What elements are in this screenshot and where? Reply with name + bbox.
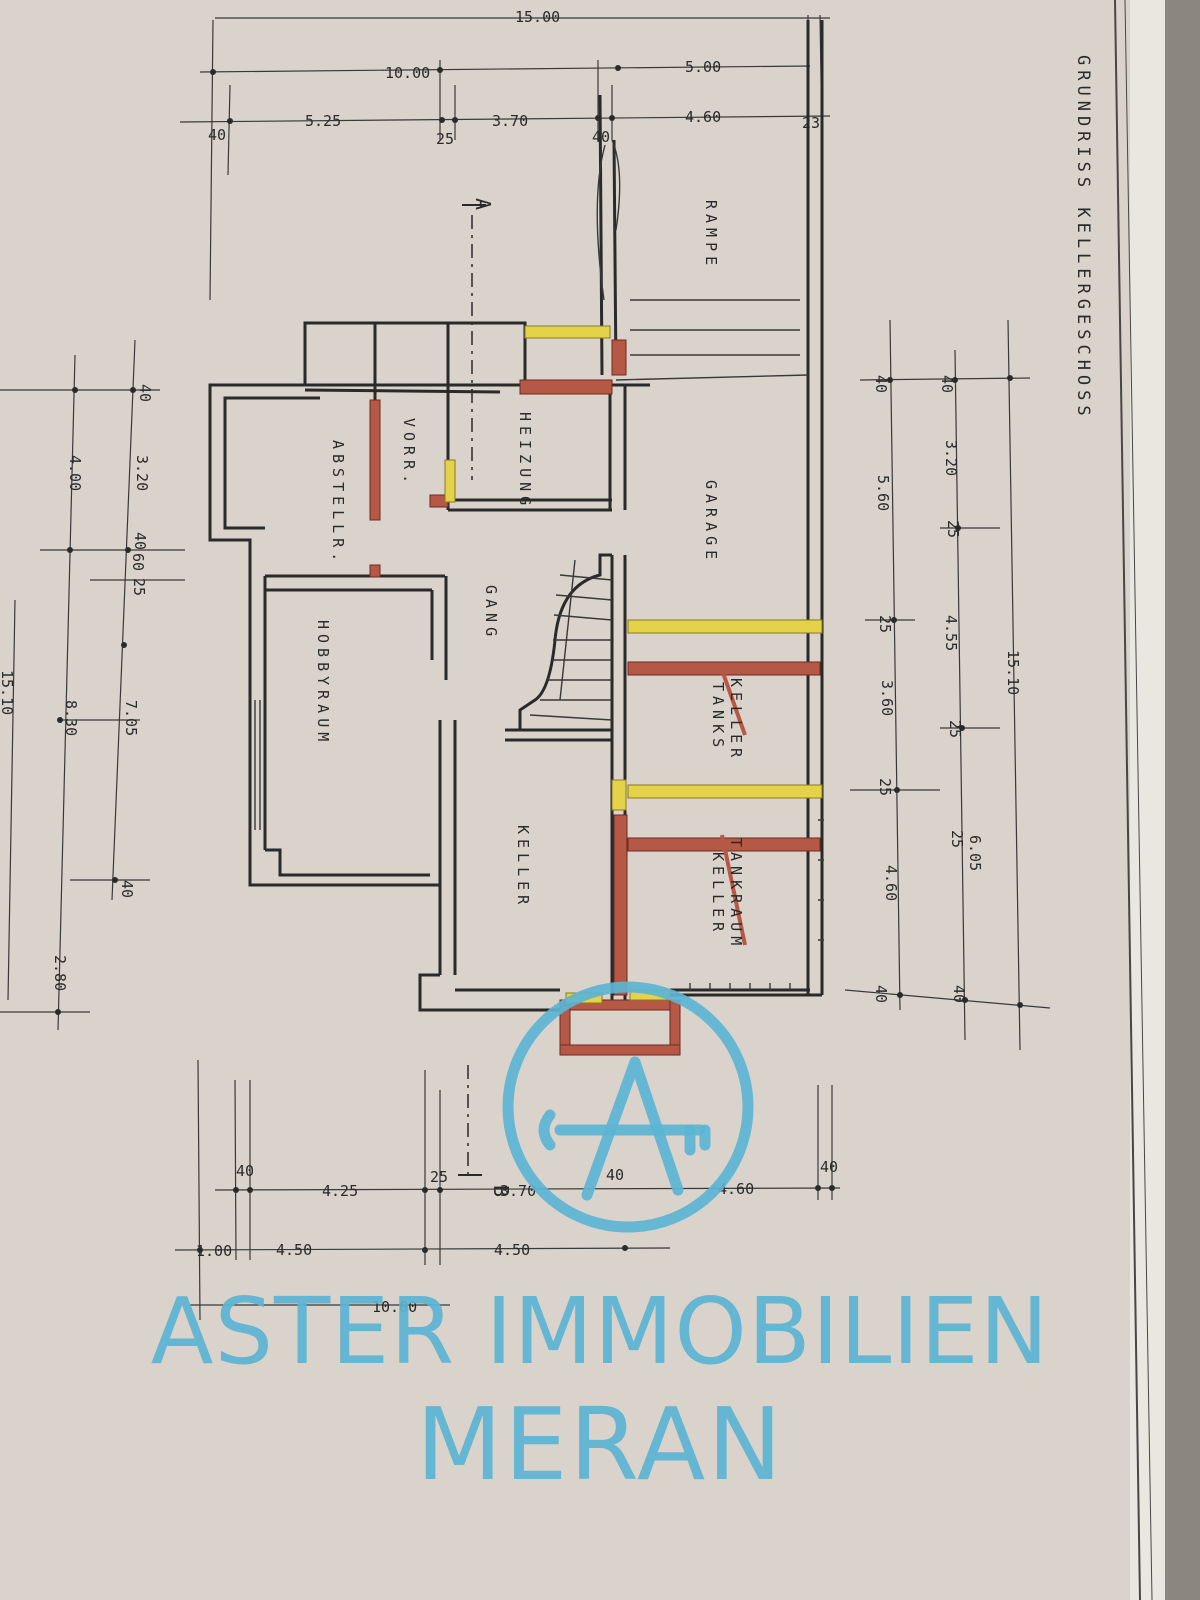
room-label-hobbyraum: HOBBYRAUM xyxy=(314,620,332,746)
left-dim-mid-0: 4.00 xyxy=(66,455,84,491)
bottom-dim-row1-6: 40 xyxy=(820,1158,838,1176)
right-dim-mid-2: 25 xyxy=(944,520,962,538)
top-dim-row1-b: 5.00 xyxy=(685,58,721,76)
left-dim-inner-4: 25 xyxy=(130,578,148,596)
room-label-rampe: RAMPE xyxy=(702,200,720,270)
right-dim-inner-3: 4.55 xyxy=(942,615,960,651)
bottom-dimension-lines xyxy=(174,1059,841,1321)
right-dim-inner-2: 25 xyxy=(876,615,894,633)
paper-border-line-inner xyxy=(1124,0,1153,1600)
top-dim-row2-5: 4.60 xyxy=(685,108,721,126)
room-label-keller: KELLER xyxy=(514,825,532,909)
right-dim-mid-3: 25 xyxy=(948,830,966,848)
room-label-garage: GARAGE xyxy=(702,480,720,564)
left-dim-outer: 15.10 xyxy=(0,670,16,715)
right-dim-inner-6: 25 xyxy=(946,720,964,738)
bottom-dim-row1-1: 4.25 xyxy=(322,1182,358,1200)
paper-border-line xyxy=(1114,0,1141,1600)
room-label-keller-3: KELLER xyxy=(709,852,727,936)
bottom-dim-row1-5: 4.60 xyxy=(718,1180,754,1198)
left-dim-inner-2: 40 xyxy=(131,532,149,550)
bottom-dim-row1-4: 40 xyxy=(606,1166,624,1184)
top-dim-row1-a: 10.00 xyxy=(385,64,430,82)
room-label-heizung: HEIZUNG xyxy=(516,412,534,510)
right-dim-mid-5: 40 xyxy=(950,985,968,1003)
room-label-keller-2: KELLER xyxy=(727,678,745,762)
bottom-dim-row1-0: 40 xyxy=(236,1162,254,1180)
top-dim-row2-6: 23 xyxy=(802,114,820,132)
watermark-city: MERAN xyxy=(415,1386,785,1503)
right-dimension-lines xyxy=(844,319,1051,1051)
left-dim-mid-2: 2.80 xyxy=(51,955,69,991)
table-surface xyxy=(1165,0,1200,1600)
right-dim-inner-8: 40 xyxy=(872,985,890,1003)
top-dim-row2-0: 40 xyxy=(208,126,226,144)
bottom-dim-row1-3: 3.70 xyxy=(500,1182,536,1200)
left-dim-inner-3: 60 xyxy=(129,553,147,571)
room-label-vorr: VORR. xyxy=(400,418,418,488)
right-dim-outer: 15.10 xyxy=(1004,650,1022,695)
top-dim-row2-3: 3.70 xyxy=(492,112,528,130)
left-dim-inner-1: 3.20 xyxy=(133,455,151,491)
left-dimension-lines xyxy=(0,339,185,1031)
top-dim-row2-2: 25 xyxy=(436,130,454,148)
room-label-abstellr: ABSTELLR. xyxy=(329,440,347,566)
key-letter-a-icon xyxy=(502,981,754,1233)
right-dim-inner-0: 40 xyxy=(872,375,890,393)
watermark-brand-name: ASTER IMMOBILIEN xyxy=(150,1278,1050,1385)
yellow-wall-segments xyxy=(444,325,823,1004)
bottom-dim-total: 10.00 xyxy=(372,1298,417,1316)
left-dim-mid-1: 8.30 xyxy=(62,700,80,736)
right-dim-inner-4: 25 xyxy=(876,778,894,796)
section-marker-a: A xyxy=(471,198,495,210)
section-marker-b: B xyxy=(489,1185,513,1197)
room-label-tanks: TANKS xyxy=(709,682,727,752)
plan-title: GRUNDRISS KELLERGESCHOSS xyxy=(1073,55,1093,421)
section-line xyxy=(458,204,486,1176)
right-dim-mid-1: 3.20 xyxy=(942,440,960,476)
room-label-tankraum: TANKRAUM xyxy=(727,838,745,950)
left-dim-inner-5: 7.05 xyxy=(122,700,140,736)
bottom-dim-row2-1: 4.50 xyxy=(276,1241,312,1259)
top-dim-row2-1: 5.25 xyxy=(305,112,341,130)
right-dim-mid-0: 40 xyxy=(938,375,956,393)
red-wall-segments xyxy=(369,339,821,1056)
right-dim-inner-7: 4.60 xyxy=(882,865,900,901)
top-dim-total: 15.00 xyxy=(515,8,560,26)
bottom-dim-row1-2: 25 xyxy=(430,1168,448,1186)
left-dim-inner-0: 40 xyxy=(136,384,154,402)
bottom-dim-row2-0: 1.00 xyxy=(196,1242,232,1260)
left-dim-inner-6: 40 xyxy=(118,880,136,898)
right-dim-inner-5: 3.60 xyxy=(878,680,896,716)
staircase xyxy=(518,553,613,730)
right-dim-inner-1: 5.60 xyxy=(874,475,892,511)
exterior-walls xyxy=(208,20,824,1012)
right-dim-mid-4: 6.05 xyxy=(966,835,984,871)
room-label-gang: GANG xyxy=(482,585,500,641)
bottom-dim-row2-2: 4.50 xyxy=(494,1241,530,1259)
